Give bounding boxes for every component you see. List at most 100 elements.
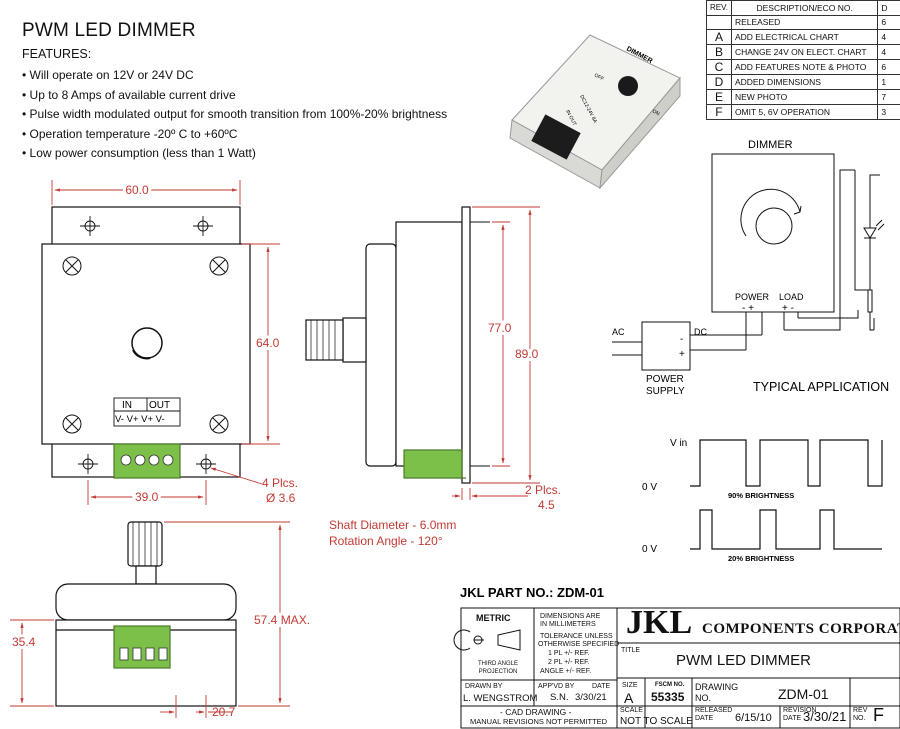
dim-flange-thickness: 4.5: [538, 498, 555, 512]
terminal-pin-labels: V- V+ V+ V-: [115, 414, 165, 425]
waveform-diagram: [690, 439, 883, 550]
tb-revision-label: REVISION: [783, 707, 817, 714]
waveform-20: [690, 509, 882, 550]
part-number: JKL PART NO.: ZDM-01: [460, 585, 604, 600]
terminal-out-label: OUT: [149, 400, 170, 411]
tb-tolerance-2: OTHERWISE SPECIFIED: [538, 641, 620, 648]
schematic-load-pins: + -: [782, 303, 794, 314]
tb-appvd-date: 3/30/21: [575, 692, 607, 703]
features-list: Will operate on 12V or 24V DC Up to 8 Am…: [22, 66, 448, 164]
schematic-dimmer-label: DIMMER: [748, 139, 793, 151]
photo-on-label: ON: [651, 108, 661, 117]
supply-plus: +: [679, 349, 685, 360]
desc-col-header: DESCRIPTION/ECO NO.: [730, 0, 879, 16]
feature-item: Pulse width modulated output for smooth …: [22, 105, 448, 125]
schematic-ac-label: AC: [612, 327, 625, 337]
supply-minus: -: [680, 334, 683, 345]
tb-appvd-label: APP'VD BY: [538, 683, 575, 690]
dim-outer-height: 89.0: [515, 347, 539, 361]
tb-metric: METRIC: [476, 613, 511, 623]
tb-dims-note-1: DIMENSIONS ARE: [540, 613, 601, 620]
side-terminal-block: [403, 449, 463, 479]
side-view: [305, 206, 540, 500]
dim-offset: 20.7: [212, 705, 236, 719]
tb-drawing-no: ZDM-01: [778, 686, 829, 702]
tb-title-label: TITLE: [621, 647, 641, 654]
company-logo: JKL: [626, 604, 693, 641]
tb-revision-date: 3/30/21: [803, 709, 847, 724]
tb-drawn-by-label: DRAWN BY: [465, 683, 503, 690]
tb-rev-no-label: NO.: [853, 715, 866, 722]
waveform-90-label: 90% BRIGHTNESS: [728, 491, 794, 500]
dim-hole-dia: Ø 3.6: [266, 491, 296, 505]
product-photo: DIMMER OFF ON DC12-24V 8A IN OUT: [509, 34, 681, 190]
tb-released-label: RELEASED: [695, 707, 733, 714]
tb-fscm-label: FSCM NO.: [655, 682, 685, 688]
shaft-diameter-note: Shaft Diameter - 6.0mm: [329, 518, 456, 532]
dim-width: 60.0: [125, 183, 149, 197]
schematic: [612, 153, 885, 371]
waveform-90: [690, 439, 883, 487]
tb-date-label: DATE: [592, 683, 611, 690]
tb-tolerance-3: 1 PL +/- REF.: [548, 650, 590, 657]
photo-terminal-block: [531, 114, 581, 160]
tb-drawing-label: DRAWING: [695, 682, 739, 692]
tb-scale: NOT TO SCALE: [620, 716, 693, 727]
tb-released-date: 6/15/10: [735, 712, 772, 724]
company-name: COMPONENTS CORPORATIO: [702, 621, 900, 637]
waveform-vin-label: V in: [670, 438, 687, 449]
typical-application-label: TYPICAL APPLICATION: [753, 380, 889, 394]
tb-fscm: 55335: [651, 690, 685, 704]
schematic-dc-label: DC: [694, 327, 707, 337]
tb-revision-date-label: DATE: [783, 715, 802, 722]
extra-col-header: D: [877, 0, 900, 16]
tb-scale-label: SCALE: [620, 707, 643, 714]
tb-cad-note-1: - CAD DRAWING -: [500, 707, 572, 717]
dim-inner-height: 77.0: [488, 321, 512, 335]
power-supply-label-2: SUPPLY: [646, 386, 685, 397]
desc-cell: OMIT 5, 6V OPERATION: [730, 104, 879, 120]
dim-max-height: 57.4 MAX.: [254, 613, 310, 627]
power-supply-box: [641, 321, 691, 371]
front-view: [41, 180, 280, 505]
revision-header-row: REV. DESCRIPTION/ECO NO. D: [706, 0, 900, 16]
tb-cad-note-2: MANUAL REVISIONS NOT PERMITTED: [470, 717, 608, 726]
tb-rev-no: F: [873, 705, 884, 725]
tb-dims-note-2: IN MILLIMETERS: [540, 621, 596, 628]
dim-flange-count: 2 Plcs.: [525, 483, 561, 497]
extra-cell: 3: [877, 104, 900, 120]
waveform-zero-v-2: 0 V: [642, 544, 657, 555]
schematic-load-label: LOAD: [779, 292, 804, 302]
page-title: PWM LED DIMMER: [22, 20, 196, 41]
title-block: [453, 607, 900, 729]
tb-drawn-by: L. WENGSTROM: [463, 693, 538, 704]
feature-item: Up to 8 Amps of available current drive: [22, 86, 447, 106]
tb-size: A: [624, 690, 634, 706]
tb-tolerance-4: 2 PL +/- REF.: [548, 659, 590, 666]
dim-hole-spacing: 39.0: [135, 490, 159, 504]
power-supply-label-1: POWER: [646, 374, 684, 385]
side-knob: [305, 319, 344, 361]
waveform-20-label: 20% BRIGHTNESS: [728, 554, 794, 563]
features-heading: FEATURES:: [22, 47, 92, 61]
feature-item: Operation temperature -20º C to +60ºC: [22, 125, 447, 145]
tb-size-label: SIZE: [622, 682, 638, 689]
dim-base-height: 35.4: [12, 635, 36, 649]
tb-rev-label: REV: [853, 707, 868, 714]
bottom-view: [10, 521, 290, 718]
photo-knob: [618, 76, 638, 96]
tb-no-label: NO.: [695, 693, 712, 703]
tb-title-value: PWM LED DIMMER: [676, 652, 811, 669]
tb-released-date-label: DATE: [695, 715, 714, 722]
rotation-angle-note: Rotation Angle - 120°: [329, 534, 443, 548]
tb-tolerance-1: TOLERANCE UNLESS: [540, 633, 613, 640]
tb-appvd: S.N.: [550, 692, 569, 703]
feature-item: Will operate on 12V or 24V DC: [22, 66, 447, 86]
tb-projection: THIRD ANGLE PROJECTION: [477, 661, 518, 675]
schematic-power-label: POWER: [735, 292, 770, 302]
feature-item: Low power consumption (less than 1 Watt): [22, 144, 447, 164]
